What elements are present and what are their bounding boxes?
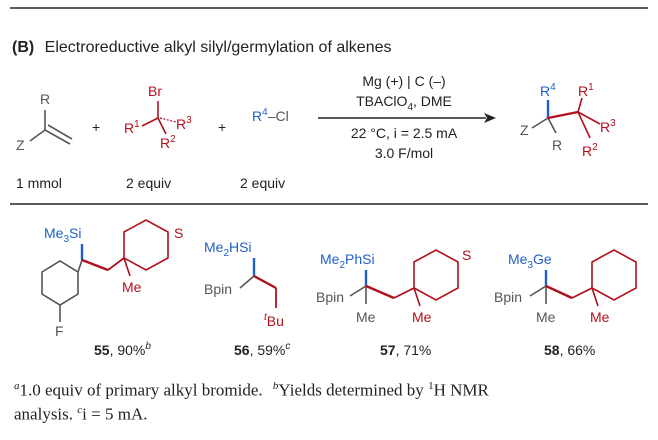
- bpin-label: Bpin: [204, 281, 232, 297]
- footnote-c-text: i = 5 mA.: [82, 404, 148, 424]
- footnote-analysis: analysis.: [14, 404, 78, 424]
- bromide-r1-label: R1: [124, 119, 140, 136]
- example-57-structure: Me2PhSi Bpin Me S Me: [316, 247, 471, 325]
- plus-sign: +: [218, 119, 226, 135]
- conditions-line-4: 3.0 F/mol: [375, 145, 433, 161]
- silyl-group-label: Me3Si: [44, 225, 81, 245]
- product-r4-label: R4: [540, 82, 556, 99]
- methyl-red-label: Me: [590, 309, 610, 325]
- example-58-label: 58, 66%: [544, 342, 595, 358]
- plus-sign: +: [92, 119, 100, 135]
- thiane-s-label: S: [174, 225, 183, 241]
- methyl-red-label: Me: [412, 309, 432, 325]
- reaction-arrow: [318, 113, 496, 123]
- footnote-line-2: analysis. ci = 5 mA.: [14, 404, 147, 425]
- methyl-gray-label: Me: [536, 309, 556, 325]
- fluoro-label: F: [55, 323, 64, 339]
- bpin-label: Bpin: [494, 289, 522, 305]
- amount-chloride: 2 equiv: [240, 175, 285, 191]
- panel-title-text: Electroreductive alkyl silyl/germylation…: [45, 39, 392, 56]
- alkene-z-label: Z: [16, 137, 25, 153]
- conditions-line-1: Mg (+) | C (–): [362, 73, 445, 89]
- product-z-label: Z: [520, 122, 529, 138]
- tbu-label: tBu: [264, 312, 284, 329]
- example-56-structure: Me2HSi Bpin tBu: [204, 239, 284, 329]
- alkene-r-label: R: [40, 91, 50, 107]
- methyl-label: Me: [122, 279, 142, 295]
- example-56-label: 56, 59%c: [234, 341, 290, 358]
- amount-bromide: 2 equiv: [126, 175, 171, 191]
- germyl-group-label: Me3Ge: [508, 251, 552, 271]
- footnote-line-1: a1.0 equiv of primary alkyl bromide. bYi…: [14, 380, 489, 401]
- chloride-reagent: R4–Cl: [252, 107, 289, 124]
- product-r2-label: R2: [582, 142, 598, 159]
- footnote-b-text: Yields determined by: [278, 380, 429, 400]
- nmr-superscript: 1: [428, 380, 434, 392]
- product-r3-label: R3: [600, 118, 616, 135]
- bromide-r2-label: R2: [160, 134, 176, 151]
- example-55-structure: Me3Si F S Me: [41, 219, 183, 339]
- example-57-label: 57, 71%: [380, 342, 431, 358]
- product-r-label: R: [552, 137, 562, 153]
- footnote-a-mark: a: [14, 380, 20, 392]
- footnote-a-text: 1.0 equiv of primary alkyl bromide.: [19, 380, 263, 400]
- bromide-br-label: Br: [148, 83, 162, 99]
- silyl-group-label: Me2HSi: [204, 239, 252, 259]
- conditions-line-3: 22 °C, i = 2.5 mA: [351, 125, 458, 141]
- conditions-line-2: TBAClO4, DME: [356, 93, 452, 113]
- methyl-gray-label: Me: [356, 309, 376, 325]
- example-58-structure: Me3Ge Bpin Me Me: [494, 249, 637, 325]
- footnote-b-mark: b: [272, 380, 279, 392]
- product-structure: Z R R4 R1 R3 R2: [520, 82, 616, 159]
- amount-alkene: 1 mmol: [16, 175, 62, 191]
- bromide-r3-label: R3: [176, 115, 192, 132]
- example-55-label: 55, 90%b: [94, 341, 151, 358]
- panel-title: (B) Electroreductive alkyl silyl/germyla…: [12, 39, 391, 56]
- bpin-label: Bpin: [316, 289, 344, 305]
- thiane-s-label: S: [462, 247, 471, 263]
- panel-letter: (B): [12, 39, 34, 56]
- alkyl-bromide-structure: Br R1 R3 R2: [124, 83, 192, 151]
- footnote-c-mark: c: [77, 404, 83, 416]
- footnote-b-text-end: H NMR: [433, 380, 489, 400]
- silyl-group-label: Me2PhSi: [320, 251, 375, 271]
- product-r1-label: R1: [578, 82, 594, 99]
- alkene-structure: R Z: [16, 91, 73, 153]
